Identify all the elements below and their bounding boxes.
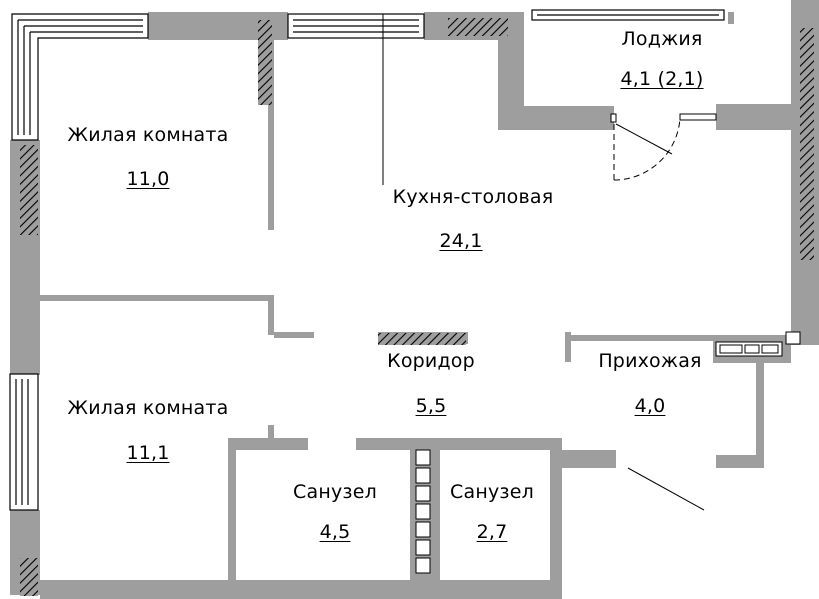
walls [10, 0, 819, 599]
room-area-living-1: 11,0 [126, 168, 170, 190]
room-name-loggia: Лоджия [621, 28, 703, 50]
room-area-living-2: 11,1 [126, 442, 170, 464]
lines [382, 14, 717, 511]
room-area-bath-1: 4,5 [319, 521, 351, 543]
room-name-living-1: Жилая комната [67, 124, 229, 146]
room-area-bath-2: 2,7 [476, 521, 508, 543]
room-area-hall: 4,0 [634, 395, 666, 417]
room-area-kitchen: 24,1 [439, 230, 483, 252]
room-area-corridor: 5,5 [415, 395, 447, 417]
shaft-blocks [415, 449, 431, 574]
hatched-walls [20, 18, 814, 596]
room-name-living-2: Жилая комната [67, 397, 229, 419]
windows [9, 9, 801, 511]
room-name-bath-1: Санузел [293, 481, 377, 503]
room-name-bath-2: Санузел [450, 481, 534, 503]
room-name-kitchen: Кухня-столовая [392, 186, 554, 208]
room-name-hall: Прихожая [598, 350, 702, 372]
room-name-corridor: Коридор [387, 350, 475, 372]
room-area-loggia: 4,1 (2,1) [620, 68, 704, 90]
